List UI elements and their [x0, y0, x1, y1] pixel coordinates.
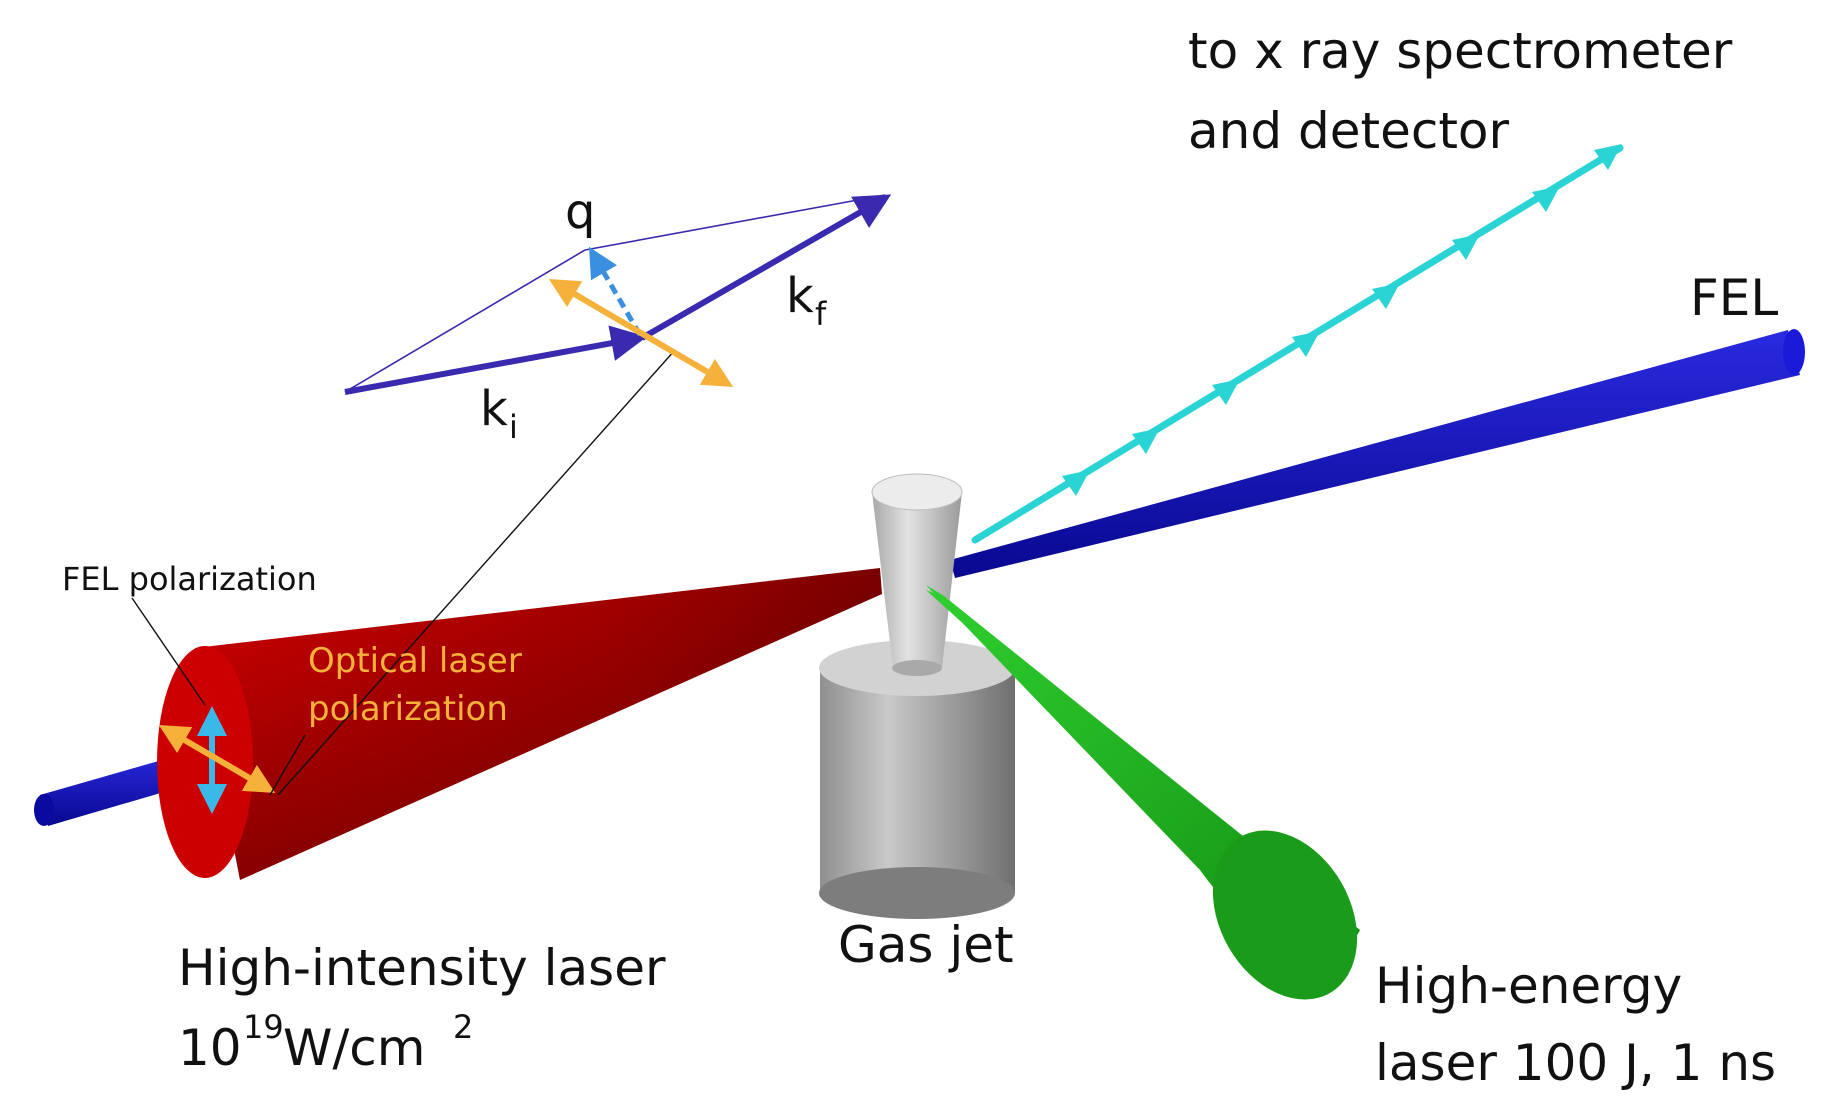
high-intensity-laser-cone — [157, 568, 882, 880]
xray-beam — [971, 144, 1624, 544]
kf-label-main: k — [786, 268, 814, 324]
fel-label: FEL — [1690, 269, 1778, 327]
kf-vector — [640, 194, 892, 341]
ki-label-main: k — [480, 381, 508, 437]
gas-jet-label: Gas jet — [838, 916, 1014, 974]
spectrometer-label-line2: and detector — [1188, 102, 1510, 160]
q-label: q — [565, 184, 595, 240]
hi-power-exponent: 19 — [243, 1008, 284, 1046]
optical-polarization-leader — [277, 349, 676, 796]
spectrometer-label-line1: to x ray spectrometer — [1188, 22, 1733, 80]
high-energy-laser-cone — [926, 585, 1360, 1000]
xray-arrowhead — [1212, 379, 1240, 405]
kf-label: k f — [786, 268, 827, 333]
ki-label: k i — [480, 381, 518, 446]
xray-arrowhead — [1372, 283, 1400, 309]
xray-arrowhead — [1292, 331, 1320, 357]
xray-arrowhead — [1452, 234, 1480, 260]
outline-top — [584, 194, 886, 251]
hi-power-unit: W/cm — [283, 1019, 425, 1077]
high-energy-laser-label-line1: High-energy — [1375, 957, 1682, 1015]
fel-polarization-label: FEL polarization — [62, 560, 317, 598]
fel-beam-right — [950, 329, 1805, 578]
optical-polarization-label-line2: polarization — [308, 689, 508, 729]
high-intensity-laser-label-line1: High-intensity laser — [178, 939, 666, 997]
optical-label-leader — [269, 734, 306, 796]
q-vector — [588, 246, 643, 337]
ki-label-sub: i — [509, 408, 518, 446]
wavevector-diagram — [344, 194, 892, 395]
outline-left — [344, 249, 586, 393]
xray-arrowhead — [1062, 470, 1090, 496]
xray-arrowhead — [1132, 428, 1160, 454]
hi-power-unit-exponent: 2 — [453, 1008, 473, 1046]
xray-arrowhead-tip — [1594, 144, 1622, 170]
fel-polarization-leader — [131, 597, 206, 706]
optical-polarization-label-line1: Optical laser — [308, 641, 522, 681]
high-energy-laser-label-line2: laser 100 J, 1 ns — [1375, 1034, 1776, 1092]
optical-polarization-arrow — [158, 724, 276, 794]
diagram-optical-polarization-arrow — [548, 278, 734, 388]
leader-lines — [131, 349, 676, 796]
kf-label-sub: f — [815, 295, 827, 333]
hi-power-base: 10 — [178, 1019, 242, 1077]
xray-arrowhead — [1532, 186, 1560, 212]
high-intensity-laser-label-line2: 10 19 W/cm 2 — [178, 1008, 473, 1077]
gas-jet — [819, 473, 1015, 919]
